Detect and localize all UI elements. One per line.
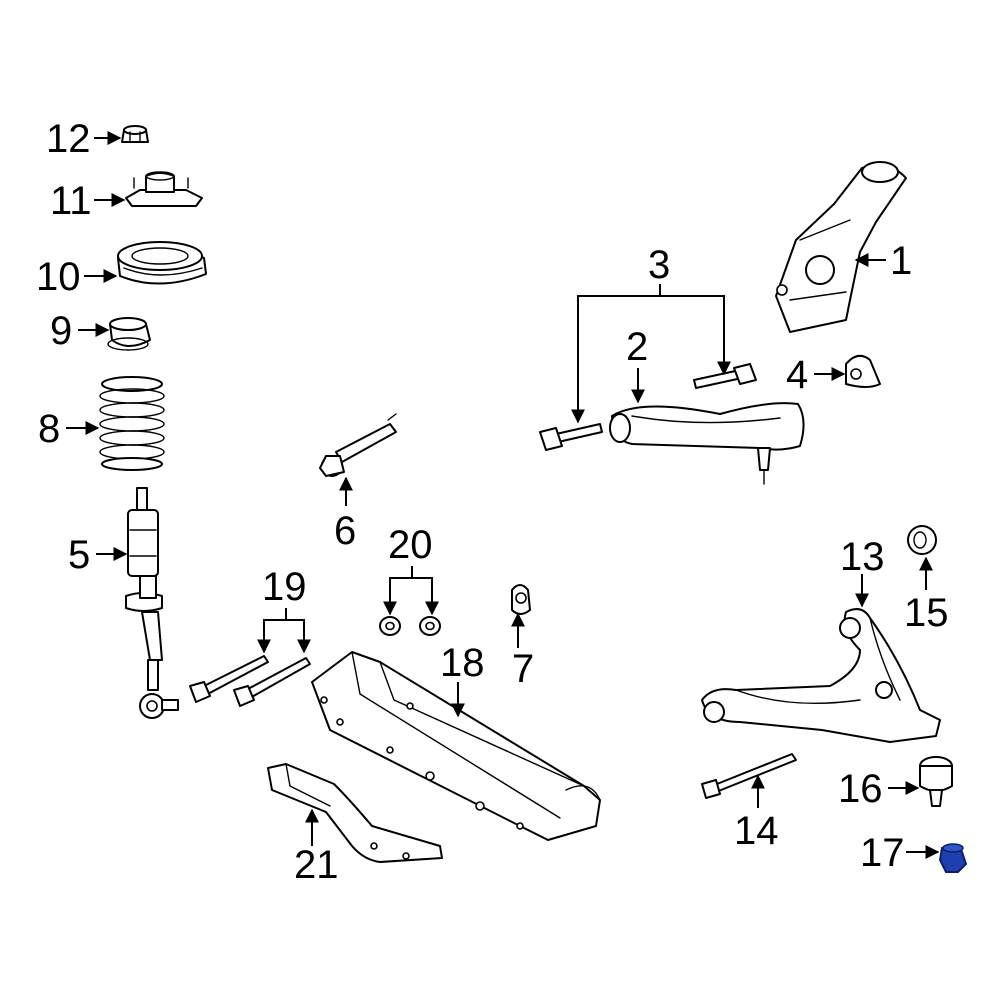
callout-15: 15 <box>904 591 949 635</box>
part-9-bump-stop[interactable] <box>107 317 151 351</box>
callout-14: 14 <box>734 809 779 853</box>
callout-1: 1 <box>890 239 912 283</box>
part-21-bracket[interactable] <box>267 763 443 863</box>
part-2-upper-control-arm[interactable] <box>609 402 805 485</box>
part-20-nuts[interactable] <box>379 616 441 636</box>
part-5-strut-assembly[interactable] <box>125 487 179 719</box>
callout-4: 4 <box>786 353 808 397</box>
callout-13: 13 <box>840 535 885 579</box>
callout-11: 11 <box>50 179 92 223</box>
part-6-cam-bolt[interactable] <box>319 413 397 477</box>
callout-8: 8 <box>38 407 60 451</box>
callout-19: 19 <box>262 565 307 609</box>
part-10-spring-seat[interactable] <box>117 241 207 285</box>
callout-3: 3 <box>648 243 670 287</box>
part-1-steering-knuckle[interactable] <box>775 161 907 333</box>
part-13-lower-control-arm[interactable] <box>701 608 941 743</box>
callout-16: 16 <box>838 767 883 811</box>
part-16-ball-joint[interactable] <box>919 756 953 807</box>
part-14-bolt[interactable] <box>701 753 797 799</box>
callout-12: 12 <box>46 117 91 161</box>
part-12-nut[interactable] <box>121 125 149 143</box>
callout-5: 5 <box>68 533 90 577</box>
callout-9: 9 <box>50 309 72 353</box>
part-19-bolts[interactable] <box>189 655 311 707</box>
callout-2: 2 <box>626 325 648 369</box>
callout-6: 6 <box>334 509 356 553</box>
part-8-coil-spring[interactable] <box>99 376 165 471</box>
part-15-washer[interactable] <box>907 525 937 555</box>
callout-18: 18 <box>440 641 485 685</box>
callout-17: 17 <box>860 831 905 875</box>
part-3-bolts[interactable] <box>539 363 757 451</box>
callout-7: 7 <box>512 647 534 691</box>
part-17-nut-highlighted[interactable] <box>938 843 968 873</box>
part-7-cam-washer[interactable] <box>511 584 531 615</box>
callout-labels: 12 11 10 9 8 5 6 20 19 7 18 21 3 2 1 4 1… <box>36 117 949 887</box>
callout-20: 20 <box>388 523 433 567</box>
part-4-bushing[interactable] <box>845 354 881 388</box>
callout-10: 10 <box>36 255 81 299</box>
part-18-crossmember[interactable] <box>311 651 601 841</box>
leader-lines <box>66 131 940 859</box>
callout-21: 21 <box>294 843 339 887</box>
part-11-strut-mount[interactable] <box>125 171 203 207</box>
